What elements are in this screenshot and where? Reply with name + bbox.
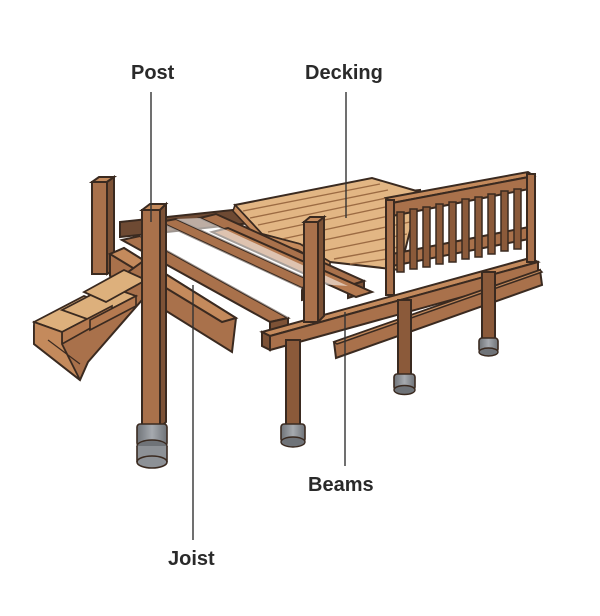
corner-post xyxy=(301,214,327,325)
leader-lines xyxy=(150,92,347,540)
support-post-mid-right xyxy=(393,299,416,396)
support-post-front-mid xyxy=(280,339,306,448)
decking-label: Decking xyxy=(305,62,383,84)
main-post xyxy=(136,201,169,469)
stairs xyxy=(31,260,149,382)
railing xyxy=(383,170,537,296)
post-label: Post xyxy=(131,62,175,84)
joist-label: Joist xyxy=(168,548,215,570)
support-post-far-right xyxy=(478,271,499,357)
beams-label: Beams xyxy=(308,474,374,496)
